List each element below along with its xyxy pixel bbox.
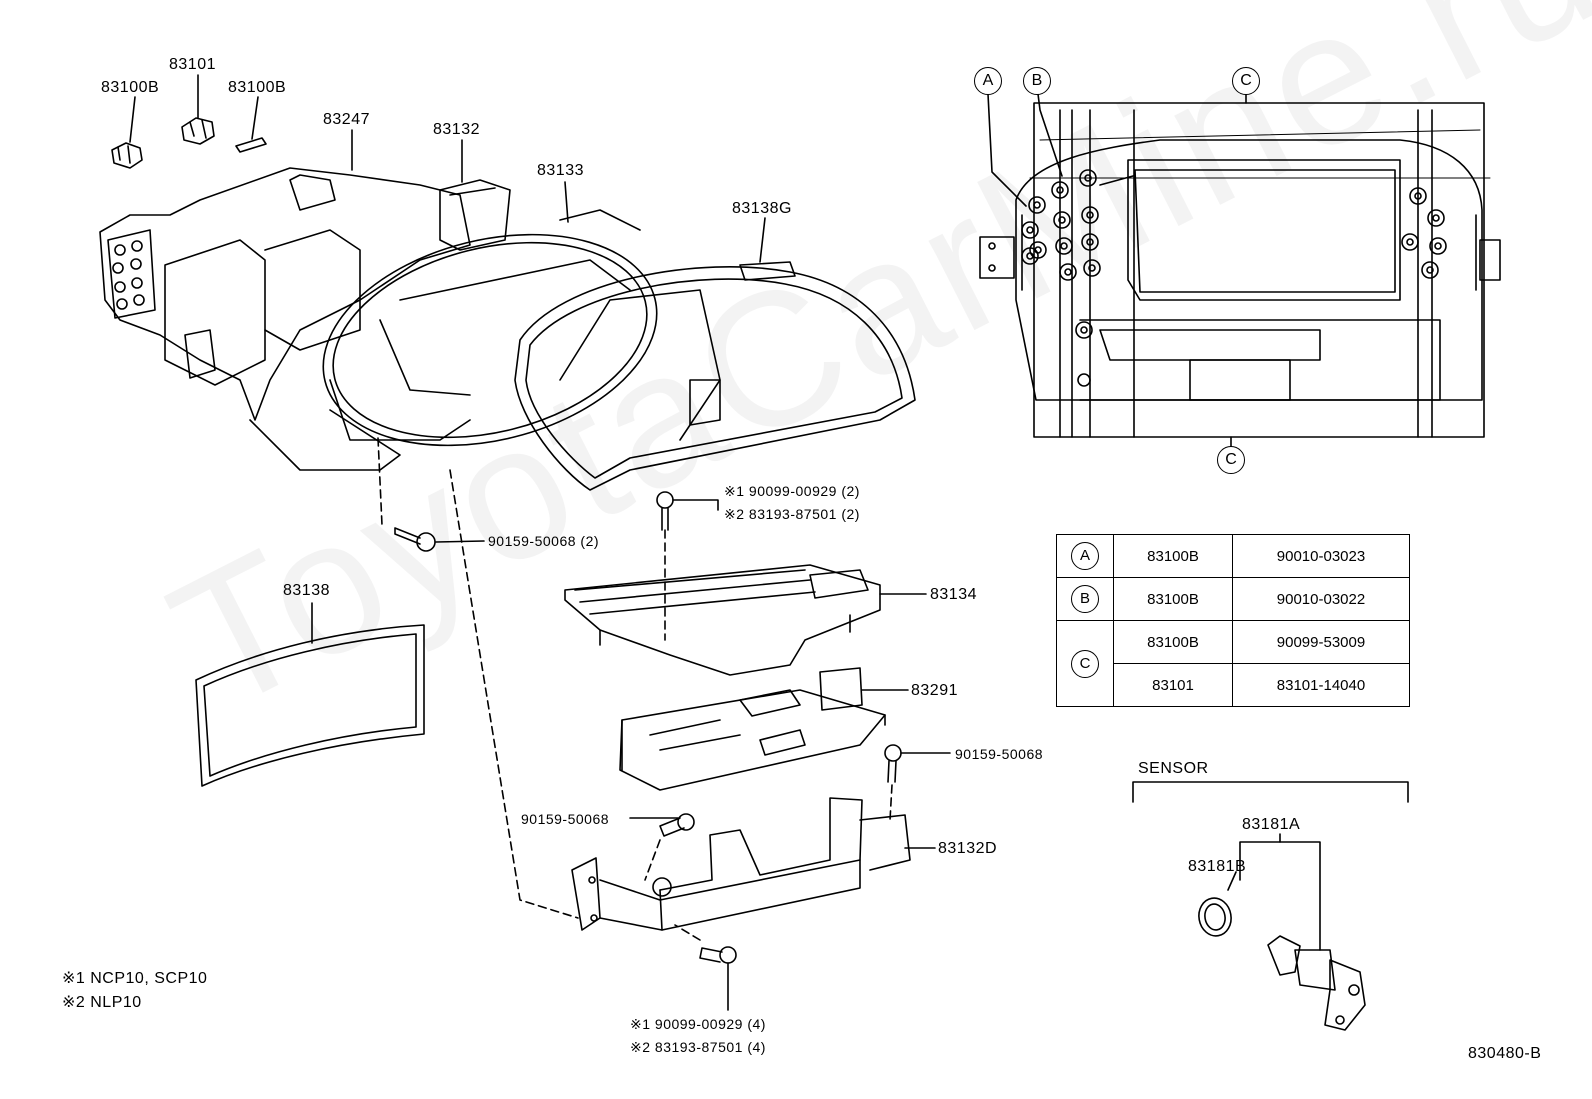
board-83291 [619, 667, 909, 791]
rear-housing-83247 [99, 167, 471, 471]
label-83132D: 83132D [938, 840, 998, 857]
table-cell-part: 83100B [1113, 577, 1233, 621]
o-ring-83181B [1198, 897, 1232, 937]
table-row: 83101 83101-14040 [1057, 663, 1410, 707]
label-83138G: 83138G [732, 200, 792, 217]
table-cell-part: 83100B [1113, 534, 1233, 578]
inset-marker-b: B [1023, 67, 1051, 95]
key-marker-c: C [1071, 649, 1099, 678]
inset-bolts [1021, 169, 1447, 387]
label-83181B: 83181B [1188, 858, 1247, 875]
frame-83138G [514, 261, 916, 491]
table-cell-part: 83100B [1113, 620, 1233, 664]
case-83132D [571, 797, 936, 931]
inset-marker-a: A [974, 67, 1002, 95]
plate-83134 [564, 564, 927, 676]
label-screw-bottom-note1: ※1 90099-00929 (4) [630, 1016, 766, 1032]
table-cell-number: 90010-03022 [1232, 577, 1410, 621]
label-screw-top-note1: ※1 90099-00929 (2) [724, 483, 860, 499]
table-cell-number: 90099-53009 [1232, 620, 1410, 664]
table-row: C 83100B 90099-53009 [1056, 620, 1410, 707]
label-83100B-right: 83100B [228, 79, 287, 96]
label-screw-top-note2: ※2 83193-87501 (2) [724, 506, 860, 522]
screw-mid [629, 813, 695, 881]
inset-marker-c-bottom: C [1217, 446, 1245, 474]
key-marker-a: A [1071, 542, 1099, 570]
footnote-1: ※1 NCP10, SCP10 [62, 970, 208, 987]
sensor-83181A [1267, 935, 1366, 1031]
footnote-2: ※2 NLP10 [62, 994, 142, 1011]
bracket-83132 [439, 179, 511, 251]
reference-table: A 83100B 90010-03023 B 83100B 90010-0302… [1056, 534, 1410, 707]
label-screw-mid: 90159-50068 [521, 811, 610, 827]
table-row: B 83100B 90010-03022 [1056, 577, 1410, 621]
clip-83100B-left [111, 142, 143, 169]
sensor-title: SENSOR [1138, 760, 1209, 777]
clip-83100B-right [235, 137, 267, 153]
label-83133: 83133 [537, 162, 584, 179]
label-83181A: 83181A [1242, 816, 1301, 833]
screw-left [377, 437, 485, 552]
label-screw-bottom-note2: ※2 83193-87501 (4) [630, 1039, 766, 1055]
label-83291: 83291 [911, 682, 958, 699]
label-screw-left: 90159-50068 (2) [488, 533, 600, 549]
label-83101: 83101 [169, 56, 216, 73]
label-screw-right: 90159-50068 [955, 746, 1044, 762]
screw-bottom [674, 924, 737, 1011]
key-marker-b: B [1071, 585, 1099, 613]
table-cell-key: B [1056, 577, 1114, 621]
bezel-83133 [322, 209, 658, 447]
screw-right [884, 744, 951, 821]
table-cell-key: A [1056, 534, 1114, 578]
label-83100B-left: 83100B [101, 79, 160, 96]
table-cell-number: 90010-03023 [1232, 534, 1410, 578]
label-83247: 83247 [323, 111, 370, 128]
table-cell-key: C [1056, 620, 1114, 707]
label-83134: 83134 [930, 586, 977, 603]
figure-code: 830480-B [1468, 1045, 1542, 1062]
screw-top [656, 491, 719, 641]
lens-83138 [195, 602, 425, 787]
inset-marker-c-top: C [1232, 67, 1260, 95]
label-83138: 83138 [283, 582, 330, 599]
table-cell-part: 83101 [1113, 663, 1233, 707]
clip-83101 [181, 117, 215, 145]
sensor-bracket [1132, 781, 1409, 951]
table-row: A 83100B 90010-03023 [1056, 534, 1410, 578]
label-83132: 83132 [433, 121, 480, 138]
table-cell-number: 83101-14040 [1232, 663, 1410, 707]
